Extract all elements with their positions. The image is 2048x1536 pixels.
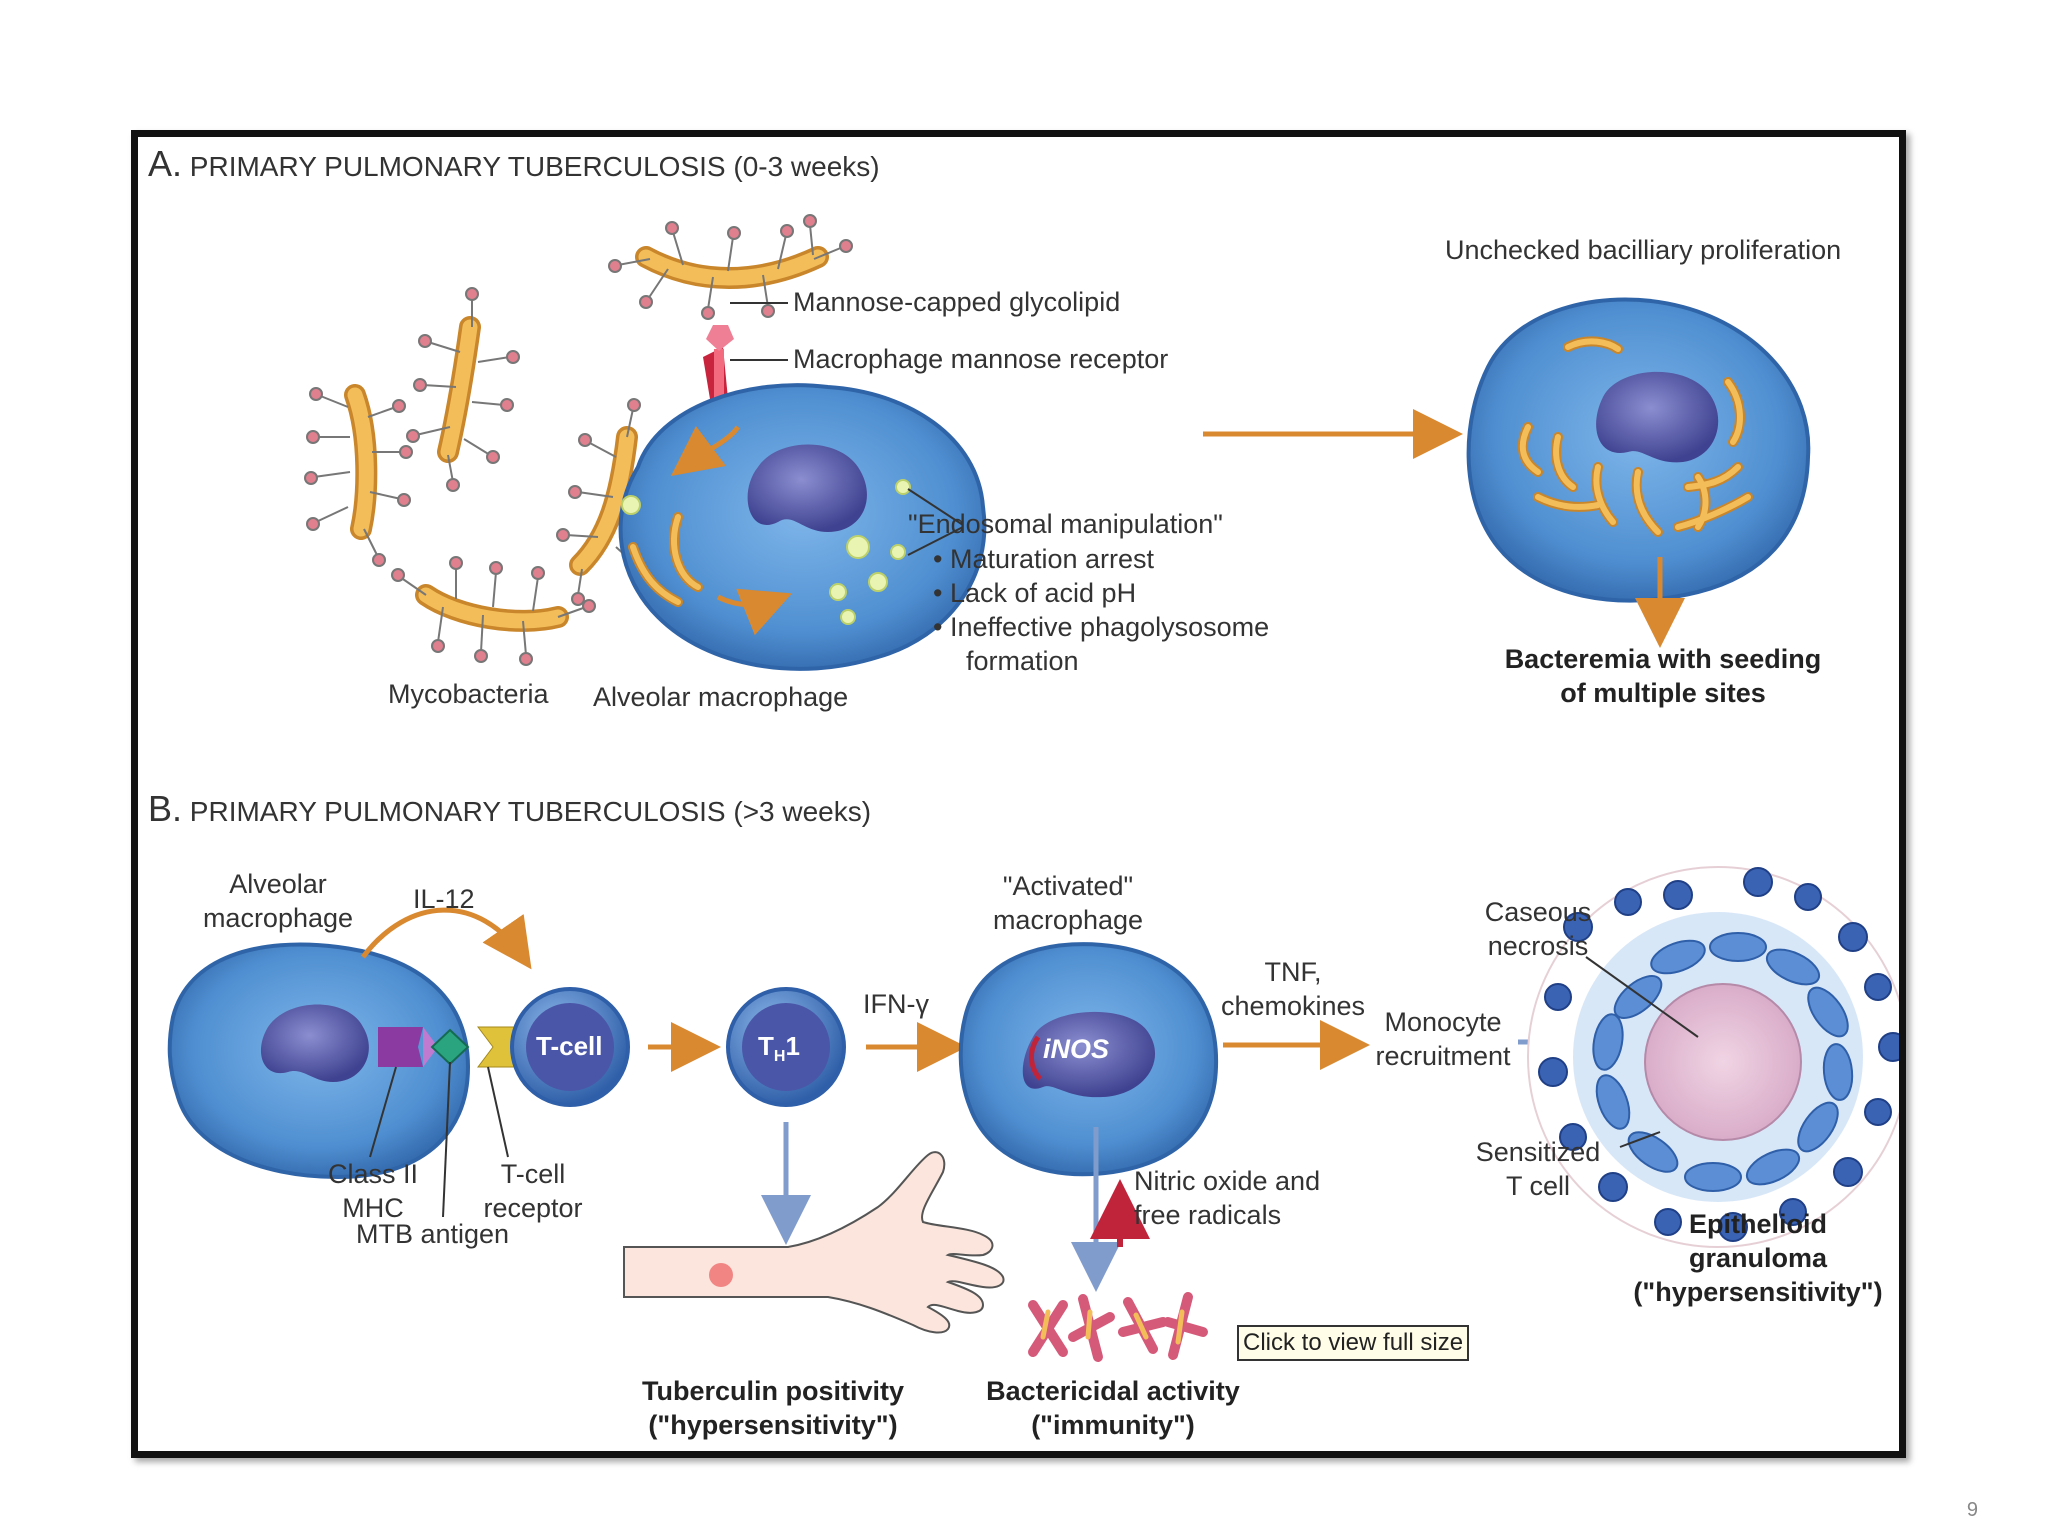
il12-label: IL-12 bbox=[413, 884, 475, 914]
section-b-title: B. PRIMARY PULMONARY TUBERCULOSIS (>3 we… bbox=[148, 788, 872, 829]
view-full-size-link[interactable]: Click to view full size bbox=[1237, 1325, 1470, 1361]
caseous-line-1: Caseous bbox=[1484, 897, 1592, 927]
class2-label: Class II MHC bbox=[303, 1157, 443, 1225]
tuberculin-label: Tuberculin positivity ("hypersensitivity… bbox=[608, 1374, 938, 1442]
epithelioid-granuloma bbox=[1527, 866, 1899, 1248]
diagram-canvas bbox=[167, 214, 1899, 1362]
caseous-label: Caseous necrosis bbox=[1468, 895, 1608, 963]
class2-line-1: Class II bbox=[327, 1159, 419, 1189]
sensitized-line-1: Sensitized bbox=[1475, 1137, 1601, 1167]
endosomal-leader-2 bbox=[907, 526, 964, 556]
granuloma-line-3: ("hypersensitivity") bbox=[1633, 1277, 1883, 1307]
endosomal-list: Maturation arrest Lack of acid pH Ineffe… bbox=[933, 542, 1269, 644]
endosomal-item: Lack of acid pH bbox=[933, 576, 1269, 610]
th1-cell bbox=[726, 987, 846, 1107]
arm-illustration bbox=[623, 1151, 1005, 1334]
sensitized-leader bbox=[1619, 1131, 1661, 1148]
tcell-label: T-cell bbox=[536, 1031, 603, 1061]
figure-frame: A. PRIMARY PULMONARY TUBERCULOSIS (0-3 w… bbox=[131, 130, 1906, 1458]
monocyte-line-1: Monocyte bbox=[1384, 1007, 1502, 1037]
infected-macrophage-cell bbox=[1466, 297, 1811, 603]
bacillus-4 bbox=[391, 556, 596, 666]
bacteremia-line-1: Bacteremia with seeding bbox=[1504, 644, 1822, 674]
monocyte-label: Monocyte recruitment bbox=[1363, 1005, 1523, 1073]
nitric-line-2: free radicals bbox=[1134, 1200, 1282, 1230]
sensitized-label: Sensitized T cell bbox=[1468, 1135, 1608, 1203]
mannose-receptor bbox=[703, 325, 734, 399]
monocyte-line-2: recruitment bbox=[1375, 1041, 1511, 1071]
bactericidal-line-1: Bactericidal activity bbox=[986, 1376, 1240, 1406]
activated-label: "Activated" macrophage bbox=[958, 869, 1178, 937]
endosomal-leader-1 bbox=[907, 488, 964, 526]
alveolar-macrophage-b-cell bbox=[167, 942, 471, 1180]
sensitized-line-2: T cell bbox=[1505, 1171, 1571, 1201]
mhc-antigen-complex bbox=[378, 1026, 519, 1068]
page-number: 9 bbox=[1966, 1499, 1978, 1521]
endosomal-item-continuation: formation bbox=[966, 646, 1079, 676]
bacteremia-line-2: of multiple sites bbox=[1560, 678, 1766, 708]
bactericidal-line-2: ("immunity") bbox=[1031, 1410, 1195, 1440]
activated-macrophage-cell bbox=[958, 942, 1219, 1177]
inos-label: iNOS bbox=[1043, 1034, 1110, 1064]
endosomal-label: "Endosomal manipulation" bbox=[908, 509, 1223, 539]
alveolar-b-line-1: Alveolar bbox=[229, 869, 327, 899]
endosomal-item: Maturation arrest bbox=[933, 542, 1269, 576]
granuloma-line-2: granuloma bbox=[1688, 1243, 1828, 1273]
alveolar-b-line-2: macrophage bbox=[202, 903, 354, 933]
alveolar-b-label: Alveolar macrophage bbox=[178, 867, 378, 935]
tuberculin-line-1: Tuberculin positivity bbox=[641, 1376, 905, 1406]
caseous-leader bbox=[1585, 956, 1699, 1038]
tnf-line-1: TNF, bbox=[1264, 957, 1322, 987]
mycobacteria-label: Mycobacteria bbox=[388, 679, 549, 709]
endosomal-item: Ineffective phagolysosome bbox=[933, 610, 1269, 644]
bacillus-2 bbox=[406, 287, 520, 492]
mannose-receptor-label: Macrophage mannose receptor bbox=[793, 344, 1169, 374]
tnf-line-2: chemokines bbox=[1220, 991, 1366, 1021]
nitric-label: Nitric oxide and free radicals bbox=[1134, 1164, 1320, 1232]
killed-bacteria bbox=[1028, 1292, 1208, 1362]
unchecked-label: Unchecked bacilliary proliferation bbox=[1445, 235, 1842, 265]
bacteremia-label: Bacteremia with seeding of multiple site… bbox=[1478, 642, 1848, 710]
alveolar-macrophage-cell bbox=[618, 383, 987, 671]
tcr-line-2: receptor bbox=[483, 1193, 583, 1223]
granuloma-label: Epithelioid granuloma ("hypersensitivity… bbox=[1613, 1207, 1903, 1309]
class2-line-2: MHC bbox=[342, 1193, 404, 1223]
tcell-cell bbox=[510, 987, 630, 1107]
class2-leader bbox=[369, 1066, 397, 1158]
tuberculin-line-2: ("hypersensitivity") bbox=[648, 1410, 898, 1440]
th1-label: TH1 bbox=[758, 1031, 800, 1066]
mycobacteria-illustration bbox=[304, 287, 676, 666]
tcr-line-1: T-cell bbox=[500, 1159, 566, 1189]
tnf-label: TNF, chemokines bbox=[1193, 955, 1393, 1023]
caseous-line-2: necrosis bbox=[1487, 931, 1589, 961]
nitric-line-1: Nitric oxide and bbox=[1134, 1166, 1321, 1196]
bacillus-1 bbox=[304, 384, 413, 567]
alveolar-macrophage-label: Alveolar macrophage bbox=[593, 682, 849, 712]
activated-line-1: "Activated" bbox=[1002, 871, 1134, 901]
tcr-label: T-cell receptor bbox=[463, 1157, 603, 1225]
section-a-title: A. PRIMARY PULMONARY TUBERCULOSIS (0-3 w… bbox=[148, 143, 880, 184]
granuloma-line-1: Epithelioid bbox=[1689, 1209, 1827, 1239]
activated-line-2: macrophage bbox=[992, 905, 1144, 935]
tcr-leader bbox=[487, 1066, 509, 1158]
ifn-label: IFN-γ bbox=[863, 989, 929, 1019]
glycolipid-bacillus bbox=[608, 214, 853, 320]
il12-arrow bbox=[361, 907, 532, 970]
mannose-glycolipid-label: Mannose-capped glycolipid bbox=[793, 287, 1121, 317]
mtb-leader bbox=[442, 1061, 451, 1218]
bactericidal-label: Bactericidal activity ("immunity") bbox=[963, 1374, 1263, 1442]
mtb-label: MTB antigen bbox=[356, 1219, 510, 1249]
